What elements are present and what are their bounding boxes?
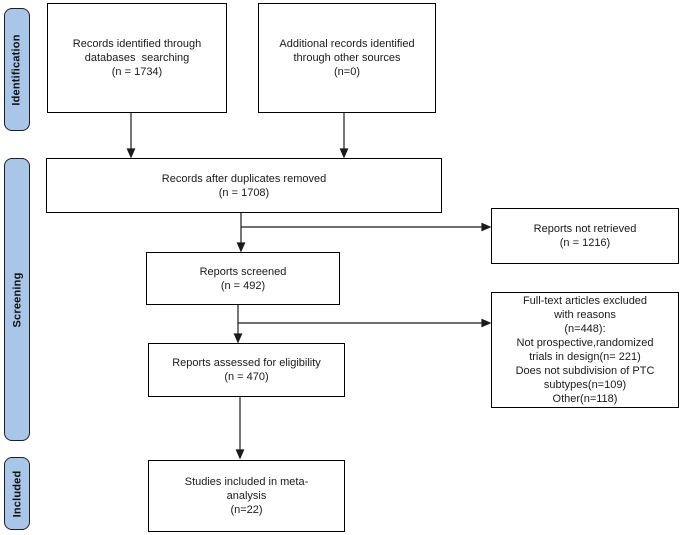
box-text-line: Reports not retrieved	[533, 223, 637, 235]
box-reports-assessed: Reports assessed for eligibility (n = 47…	[148, 343, 345, 397]
box-text-line: (n = 1734)	[111, 66, 163, 78]
box-text-line: trials in design(n= 221)	[529, 351, 641, 363]
box-text-line: Reports screened	[199, 265, 287, 278]
box-text-line: Reports assessed for eligibility	[172, 357, 321, 369]
box-text-line: with reasons	[554, 309, 616, 321]
box-text-line: databases searching	[84, 52, 190, 64]
box-text-line: Not prospective,randomized	[516, 337, 654, 349]
arrow-duplicates-to-screened	[236, 213, 246, 253]
stage-label-included: Included	[11, 470, 24, 517]
box-text-line: Records after duplicates removed	[161, 172, 327, 185]
box-text-line: Other(n=118)	[552, 393, 618, 405]
box-text-line: (n = 492)	[220, 279, 266, 292]
arrow-branch-to-fulltext-excluded	[238, 318, 492, 328]
box-fulltext-excluded: Full-text articles excluded with reasons…	[491, 292, 679, 408]
box-reports-screened: Reports screened (n = 492)	[146, 252, 340, 305]
stage-bar-included: Included	[4, 457, 30, 530]
box-records-identified: Records identified through databases sea…	[47, 3, 227, 113]
box-text-line: (n = 1216)	[559, 237, 611, 249]
box-text-line: analysis	[226, 490, 267, 502]
box-text-line: Additional records identified	[279, 38, 415, 50]
box-text-line: (n=448):	[564, 323, 606, 335]
box-text-line: Records identified through	[72, 38, 202, 50]
arrow-screened-to-assessed	[233, 305, 243, 344]
box-text-line: Studies included in meta-	[184, 476, 309, 488]
box-duplicates-removed: Records after duplicates removed (n = 17…	[46, 158, 442, 213]
stage-bar-identification: Identification	[4, 8, 30, 131]
arrow-records-identified-to-duplicates	[126, 113, 136, 159]
arrow-assessed-to-included	[235, 397, 245, 460]
box-reports-not-retrieved: Reports not retrieved (n = 1216)	[491, 208, 679, 264]
box-text-line: (n=0)	[334, 66, 360, 78]
box-text-line: Does not subdivision of PTC	[515, 365, 655, 377]
box-studies-included: Studies included in meta- analysis (n=22…	[148, 460, 345, 532]
arrow-additional-records-to-duplicates	[339, 113, 349, 159]
box-additional-records: Additional records identified through ot…	[258, 3, 436, 113]
arrow-branch-to-not-retrieved	[241, 222, 492, 232]
box-text-line: Full-text articles excluded	[522, 295, 648, 307]
box-text-line: subtypes(n=109)	[543, 379, 627, 391]
box-text-line: (n = 1708)	[218, 186, 270, 199]
stage-bar-screening: Screening	[4, 158, 30, 441]
stage-label-identification: Identification	[11, 33, 23, 106]
box-text-line: (n = 470)	[224, 371, 269, 383]
box-text-line: (n=22)	[230, 504, 263, 516]
stage-label-screening: Screening	[11, 272, 23, 327]
box-text-line: through other sources	[293, 52, 401, 64]
